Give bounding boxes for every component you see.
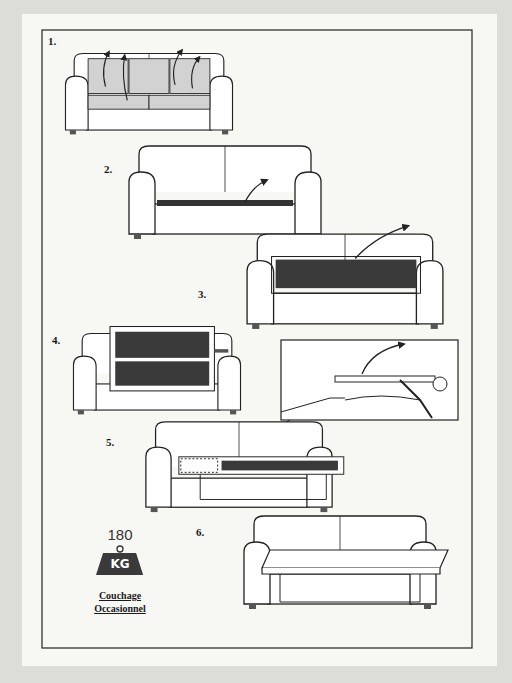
- weight-icon: KG: [96, 553, 143, 575]
- sofa-step-3: [247, 226, 443, 329]
- page-frame: [42, 30, 472, 648]
- sofa-step-4: [73, 327, 240, 415]
- step-number: 2.: [104, 163, 112, 175]
- usage-note: Couchage Occasionnel: [84, 590, 156, 615]
- weight-unit: KG: [110, 557, 129, 571]
- sofa-step-5: [146, 422, 344, 512]
- step-number: 4.: [52, 334, 60, 346]
- step-number: 5.: [106, 436, 114, 448]
- paper-sheet: [22, 14, 497, 666]
- weight-ring: [117, 546, 123, 552]
- step-number: 1.: [48, 35, 56, 47]
- sofa-step-6: [244, 516, 448, 609]
- sofa-step-1: [65, 50, 232, 134]
- weight-value: 180: [107, 526, 132, 543]
- step-number: 3.: [198, 288, 206, 300]
- sofa-step-2: [129, 146, 321, 239]
- step-number: 6.: [196, 526, 204, 538]
